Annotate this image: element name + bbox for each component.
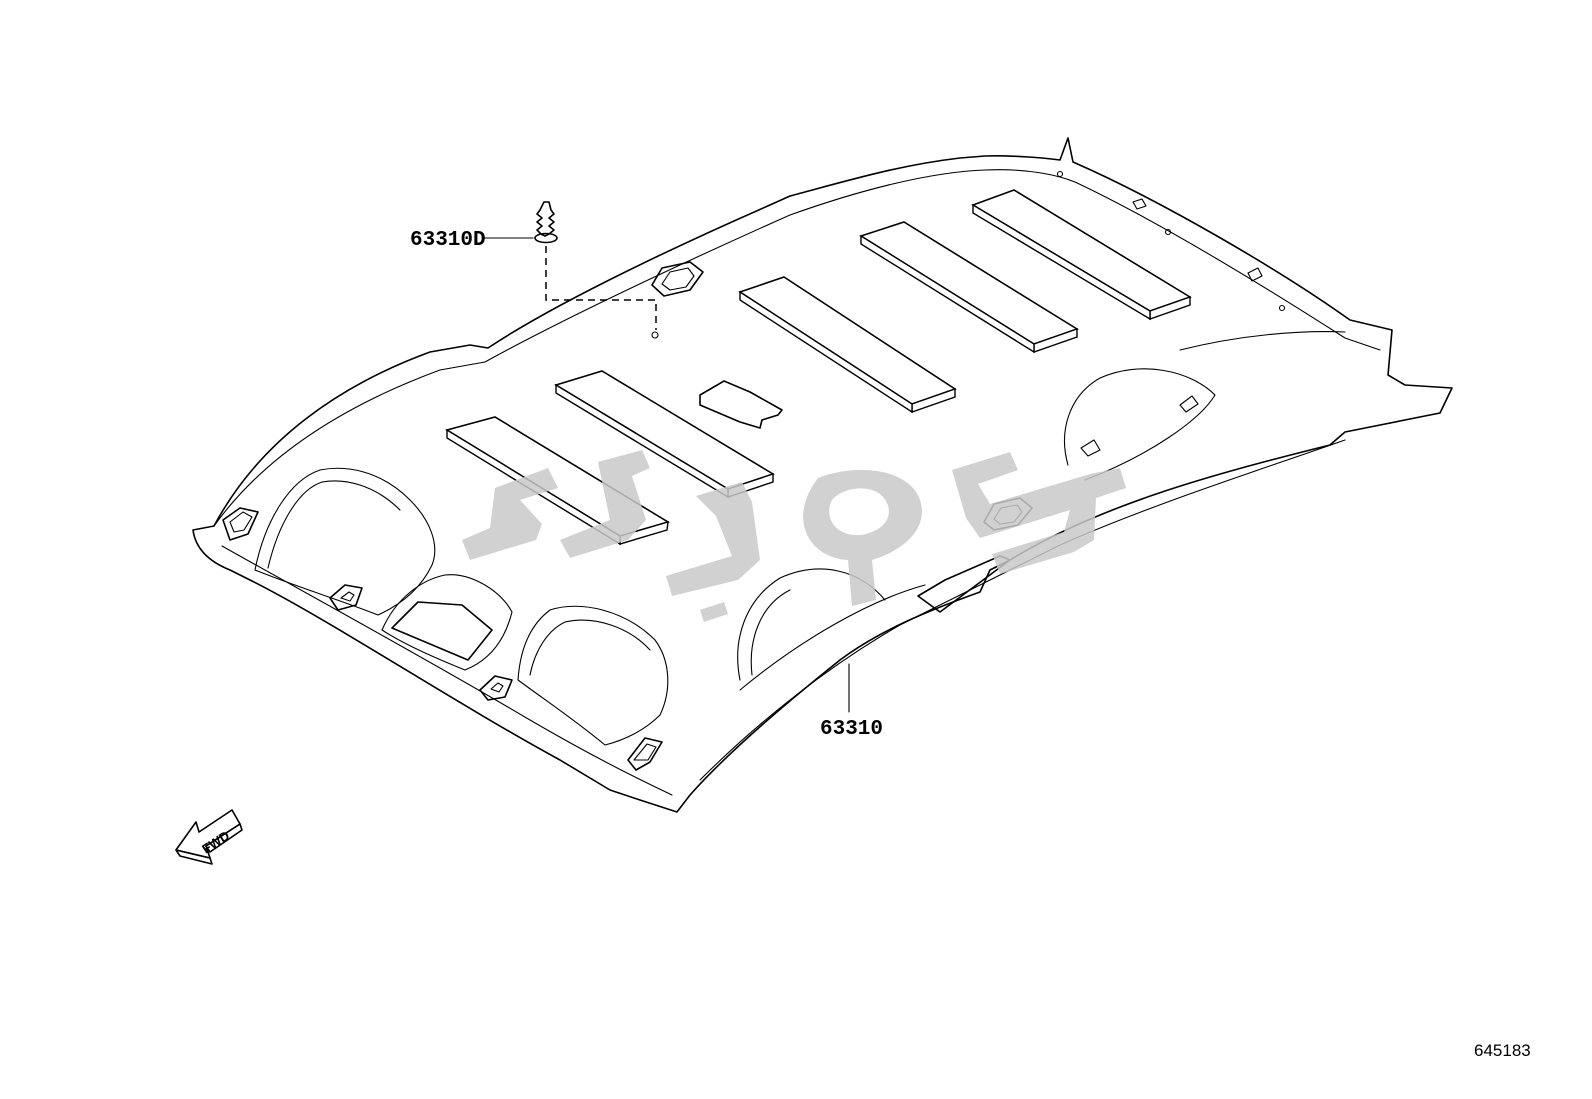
roof-headliner — [192, 137, 1453, 813]
clip-fastener-icon — [534, 201, 558, 244]
fastener-part-label: 63310D — [410, 229, 486, 252]
illustration-code: 645183 — [1474, 1041, 1531, 1060]
headliner-part-label: 63310 — [820, 718, 883, 741]
watermark-logo — [462, 450, 1126, 622]
headliner-callout: 63310 — [820, 663, 883, 741]
fwd-arrow-icon: FWD — [175, 809, 243, 865]
fastener-callout: 63310D — [410, 201, 657, 330]
